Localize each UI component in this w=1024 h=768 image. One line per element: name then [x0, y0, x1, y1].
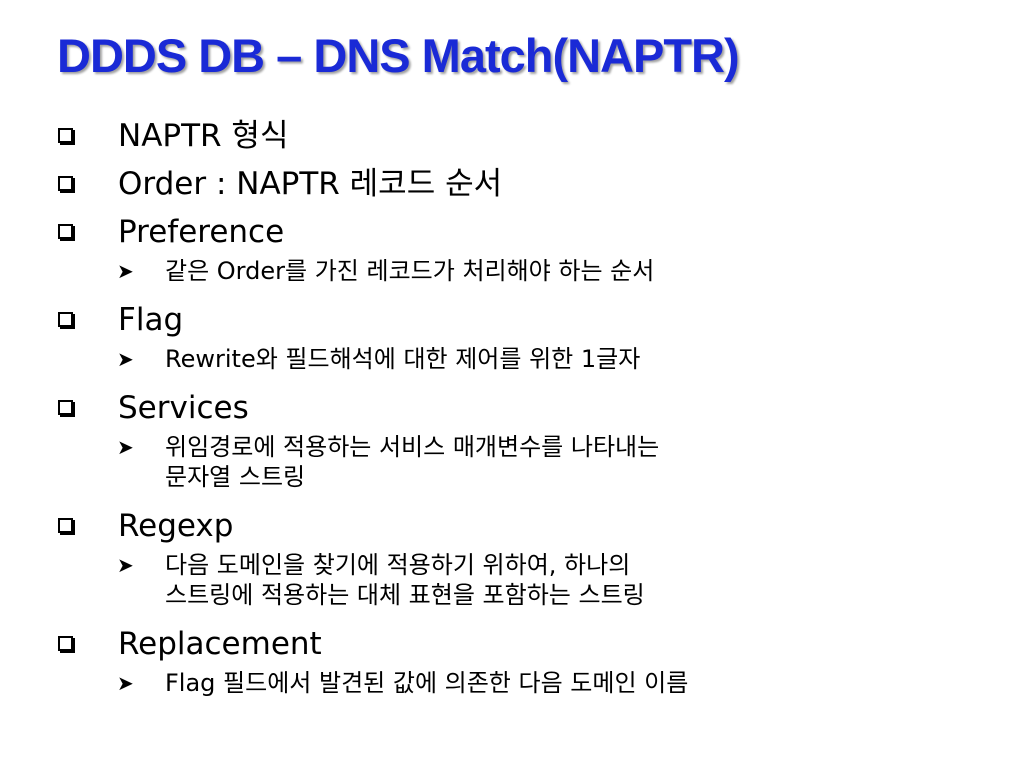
arrow-bullet-icon: ➤ [117, 553, 134, 577]
sub-item-text-line-2: 스트링에 적용하는 대체 표현을 포함하는 스트링 [165, 581, 645, 609]
list-item-regexp: Regexp [58, 502, 1024, 550]
square-bullet-icon [58, 176, 73, 191]
sub-item-text-line-2: 문자열 스트링 [165, 463, 306, 491]
bullet-list: NAPTR 형식 Order : NAPTR 레코드 순서 Preference… [0, 112, 1024, 708]
list-item-text: NAPTR 형식 [118, 118, 289, 154]
list-item-services: Services [58, 384, 1024, 432]
list-item-preference: Preference [58, 208, 1024, 256]
square-bullet-icon [58, 518, 73, 533]
square-bullet-icon [58, 224, 73, 239]
sub-item-regexp: ➤ 다음 도메인을 찾기에 적용하기 위하여, 하나의 스트링에 적용하는 대체… [117, 550, 1024, 610]
sub-item-text-line-1: 다음 도메인을 찾기에 적용하기 위하여, 하나의 [165, 551, 631, 579]
list-item-text: Regexp [118, 508, 234, 544]
arrow-bullet-icon: ➤ [117, 259, 134, 283]
list-item-flag: Flag [58, 296, 1024, 344]
list-item-replacement: Replacement [58, 620, 1024, 668]
arrow-bullet-icon: ➤ [117, 671, 134, 695]
square-bullet-icon [58, 636, 73, 651]
square-bullet-icon [58, 312, 73, 327]
square-bullet-icon [58, 128, 73, 143]
list-item-text: Replacement [118, 626, 322, 662]
arrow-bullet-icon: ➤ [117, 347, 134, 371]
list-item-text: Order : NAPTR 레코드 순서 [118, 166, 503, 202]
sub-item-text: 같은 Order를 가진 레코드가 처리해야 하는 순서 [165, 257, 655, 285]
sub-item-services: ➤ 위임경로에 적용하는 서비스 매개변수를 나타내는 문자열 스트링 [117, 432, 1024, 492]
sub-item-text-line-1: 위임경로에 적용하는 서비스 매개변수를 나타내는 [165, 433, 660, 461]
sub-item-preference: ➤ 같은 Order를 가진 레코드가 처리해야 하는 순서 [117, 256, 1024, 286]
list-item-text: Services [118, 390, 249, 426]
list-item-text: Flag [118, 302, 184, 338]
list-item-naptr-format: NAPTR 형식 [58, 112, 1024, 160]
sub-item-flag: ➤ Rewrite와 필드해석에 대한 제어를 위한 1글자 [117, 344, 1024, 374]
sub-item-replacement: ➤ Flag 필드에서 발견된 값에 의존한 다음 도메인 이름 [117, 668, 1024, 698]
sub-item-text: Rewrite와 필드해석에 대한 제어를 위한 1글자 [165, 345, 641, 373]
arrow-bullet-icon: ➤ [117, 435, 134, 459]
square-bullet-icon [58, 400, 73, 415]
list-item-order: Order : NAPTR 레코드 순서 [58, 160, 1024, 208]
sub-item-text: Flag 필드에서 발견된 값에 의존한 다음 도메인 이름 [165, 669, 689, 697]
list-item-text: Preference [118, 214, 285, 250]
slide-title: DDDS DB – DNS Match(NAPTR) [57, 29, 740, 82]
